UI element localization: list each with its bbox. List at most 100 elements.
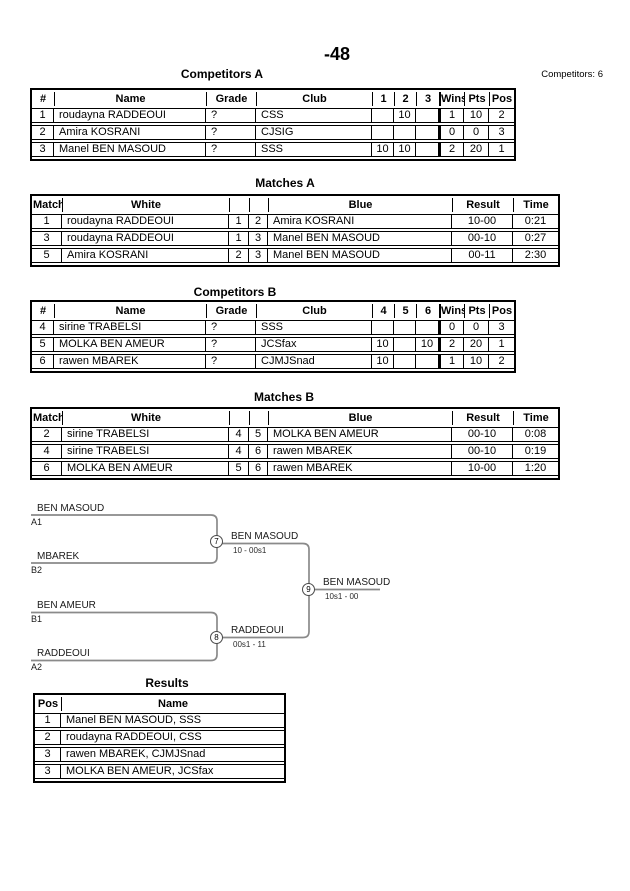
table-cell: 6 (32, 461, 62, 476)
table-cell: Manel BEN MASOUD (268, 248, 452, 263)
table-cell: 0:19 (513, 444, 558, 459)
table-cell: MOLKA BEN AMEUR (54, 337, 206, 352)
table-cell (416, 142, 439, 157)
table-cell: 1 (489, 337, 514, 352)
table-cell: rawen MBAREK (268, 461, 452, 476)
results-heading: Results (145, 676, 189, 690)
column-header: Result (452, 198, 513, 212)
table-cell: 0 (439, 125, 464, 140)
header-row: #NameGradeClub123WinsPtsPos (32, 92, 514, 106)
table-cell: 10 (464, 108, 489, 123)
table-cell: 10 (372, 142, 394, 157)
column-header: # (39, 93, 47, 105)
table-cell: 00-11 (452, 248, 513, 263)
column-header: Result (452, 411, 513, 425)
table-cell: 5 (32, 248, 62, 263)
table-cell: Amira KOSRANI (268, 214, 452, 229)
column-header (229, 198, 249, 212)
column-header: Club (256, 92, 372, 106)
table-cell: 2 (32, 125, 54, 140)
table-cell: 3 (249, 231, 268, 246)
table-cell: 0:27 (513, 231, 558, 246)
table-cell (394, 354, 416, 369)
column-header: 4 (372, 304, 394, 318)
table-cell: 10 (464, 354, 489, 369)
table-cell (394, 320, 416, 335)
column-header: Pts (464, 92, 489, 106)
table-cell: 2 (35, 730, 61, 745)
column-header: Name (54, 92, 206, 106)
table-cell: 10 (416, 337, 439, 352)
bracket-entry-seed: A1 (31, 517, 43, 527)
table-cell: 20 (464, 142, 489, 157)
table-cell: CJSIG (256, 125, 372, 140)
table-cell: 3 (35, 747, 61, 762)
table-cell: 1 (229, 214, 249, 229)
table-cell: Manel BEN MASOUD (268, 231, 452, 246)
table-cell: 1 (439, 108, 464, 123)
matches-a-heading: Matches A (255, 176, 315, 190)
table-cell: 0 (464, 320, 489, 335)
table-cell: 1 (32, 108, 54, 123)
table-cell: ? (206, 354, 256, 369)
table-cell: 2 (229, 248, 249, 263)
table-cell (372, 108, 394, 123)
bracket-connector-winner-7 (222, 542, 310, 584)
table-cell: sirine TRABELSI (62, 427, 229, 442)
table-cell: CJMJSnad (256, 354, 372, 369)
competitors-b-heading: Competitors B (193, 285, 277, 299)
table-cell: 1 (229, 231, 249, 246)
table-cell: 1 (32, 214, 62, 229)
table-cell: Amira KOSRANI (54, 125, 206, 140)
column-header: Name (61, 697, 284, 711)
table-cell: 5 (229, 461, 249, 476)
table-cell: 3 (249, 248, 268, 263)
column-header: Blue (268, 411, 452, 425)
table-cell: MOLKA BEN AMEUR (62, 461, 229, 476)
column-header: Match (33, 412, 62, 424)
column-header: White (62, 198, 229, 212)
table-cell: sirine TRABELSI (62, 444, 229, 459)
table-cell: 2 (489, 108, 514, 123)
bracket-match-number-circle: 7 (210, 535, 223, 548)
table-cell: 10 (394, 108, 416, 123)
column-header: Grade (206, 304, 256, 318)
bracket-winner-name: BEN MASOUD (323, 577, 391, 588)
table-cell: Manel BEN MASOUD, SSS (61, 713, 284, 728)
column-header: # (39, 305, 47, 317)
table-cell: 1 (489, 142, 514, 157)
bracket-winner-name: BEN MASOUD (231, 531, 299, 542)
column-header: Wins (439, 304, 464, 318)
column-header: Pos (37, 698, 59, 710)
table-cell (416, 320, 439, 335)
table-cell: 5 (32, 337, 54, 352)
table-cell: 2 (439, 142, 464, 157)
table-cell: 6 (249, 444, 268, 459)
table-cell: 00-10 (452, 427, 513, 442)
table-cell: 6 (249, 461, 268, 476)
table-cell: 4 (32, 444, 62, 459)
table-cell: SSS (256, 142, 372, 157)
column-header: Pts (464, 304, 489, 318)
table-cell: rawen MBAREK (54, 354, 206, 369)
column-header: Wins (439, 92, 464, 106)
column-header: Time (513, 411, 558, 425)
column-header: Pos (489, 304, 514, 318)
table-cell: 0:21 (513, 214, 558, 229)
competitors-a-heading: Competitors A (180, 67, 264, 81)
bracket-entry-name: MBAREK (37, 551, 80, 562)
table-cell: roudayna RADDEOUI (62, 231, 229, 246)
